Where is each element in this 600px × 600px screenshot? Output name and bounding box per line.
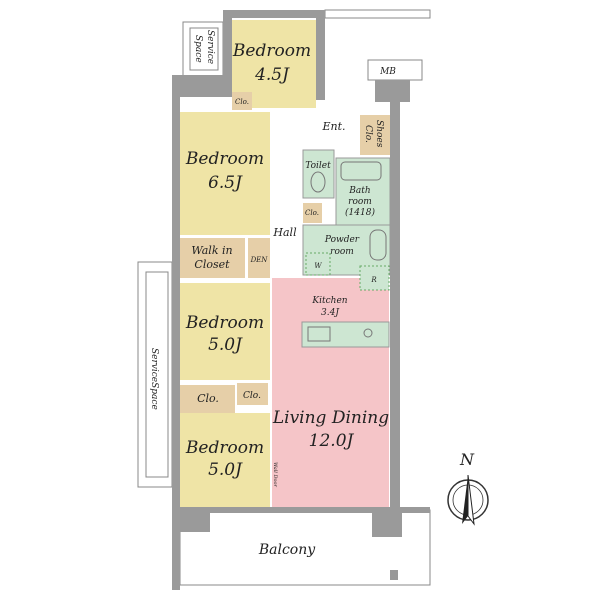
bedroom-label: Bedroom: [185, 313, 264, 333]
bedroom-size: 4.5J: [254, 65, 290, 85]
walk-in-label: Walk in: [191, 244, 232, 257]
room-den: [248, 238, 270, 278]
walk-in-label: Closet: [194, 258, 230, 271]
closet-hall: [303, 203, 322, 223]
washbasin-icon: [369, 229, 387, 261]
room-toilet: [302, 149, 335, 199]
room-bedroom-5-0-b: [180, 413, 270, 507]
bath-label: room: [348, 197, 372, 207]
bedroom-size: 5.0J: [208, 335, 243, 355]
wall: [316, 10, 325, 100]
kitchen-size: 3.4J: [321, 308, 340, 318]
kitchen-counter: [301, 321, 390, 348]
compass-icon: [447, 474, 489, 526]
wall: [223, 10, 232, 75]
living-size: 12.0J: [309, 431, 355, 451]
closet-label: Clo.: [243, 391, 261, 401]
balcony-label: Balcony: [258, 542, 316, 558]
wall: [172, 75, 232, 97]
bedroom-label: Bedroom: [185, 149, 264, 169]
closet-small: [237, 383, 268, 405]
service-space-label: Space: [193, 35, 203, 63]
bathtub-icon: [340, 161, 382, 181]
toilet-icon: [310, 171, 326, 193]
stove-icon: [363, 328, 373, 338]
washer-space: [305, 252, 331, 276]
room-living-dining: [272, 278, 389, 507]
fridge-space: [359, 265, 390, 291]
toilet-label: Toilet: [305, 161, 331, 171]
room-bedroom-6-5: [180, 112, 270, 235]
closet-label: Clo.: [305, 209, 319, 217]
bath-label: Bath: [348, 186, 370, 196]
entrance-label: Ent.: [321, 120, 345, 133]
closet-left: [180, 385, 235, 413]
wall-door-label: Wall Door: [272, 462, 278, 488]
kitchen-label: Kitchen: [311, 296, 347, 306]
den-label: DEN: [250, 256, 269, 264]
bedroom-size: 5.0J: [208, 460, 243, 480]
sink-icon: [307, 326, 331, 342]
shoes-label: Shoes: [374, 120, 384, 148]
room-walk-in-closet: [180, 238, 245, 278]
powder-label: Powder: [324, 235, 360, 245]
fridge-label: R: [370, 276, 377, 284]
room-bedroom-5-0-a: [180, 283, 270, 380]
wall: [223, 10, 325, 18]
wall: [390, 90, 400, 508]
service-space-label: ServiceSpace: [149, 348, 159, 410]
bedroom-label: Bedroom: [232, 41, 311, 61]
service-space-top-inner: [189, 27, 219, 71]
mb-label: MB: [379, 67, 396, 77]
bedroom-size: 6.5J: [208, 173, 243, 193]
shoes-label: Clo.: [363, 125, 373, 143]
wall: [180, 507, 430, 513]
powder-label: room: [330, 247, 354, 257]
service-space-label: Service: [205, 30, 215, 64]
compass-north-label: N: [459, 450, 475, 469]
washer-label: W: [314, 262, 322, 270]
service-space-left-inner: [145, 271, 169, 478]
closet-bedroom-4-5: [232, 92, 252, 110]
top-rail: [324, 9, 431, 19]
hall-label: Hall: [272, 226, 297, 239]
closet-label: Clo.: [197, 392, 219, 405]
shoes-closet: [360, 115, 390, 155]
wall: [172, 75, 180, 590]
post: [390, 570, 398, 580]
closet-label: Clo.: [235, 98, 249, 106]
bedroom-label: Bedroom: [185, 438, 264, 458]
bath-label: (1418): [345, 207, 375, 218]
living-label: Living Dining: [272, 408, 389, 428]
